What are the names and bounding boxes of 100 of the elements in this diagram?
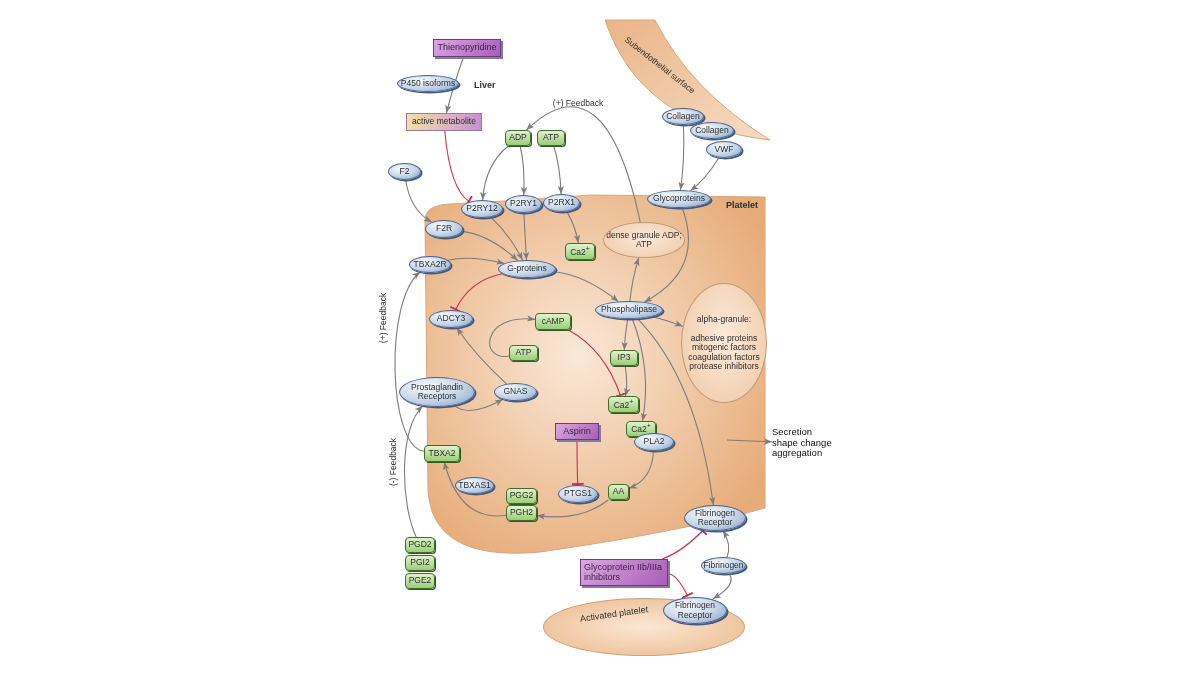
arrow [525, 106, 641, 223]
inhibition-line [571, 439, 584, 486]
arrow [726, 438, 773, 445]
arrow [553, 145, 564, 195]
protein-ellipse [409, 256, 451, 273]
arrow [712, 573, 732, 600]
arrow [443, 461, 507, 517]
arrow [636, 318, 716, 506]
protein-name: PLA2 [643, 437, 665, 447]
granule-label: alpha-granule: [695, 314, 753, 324]
molecule-name: TBXA2 [428, 448, 456, 459]
protein-ellipse [543, 194, 580, 212]
protein-name: Prostaglandin Receptors [410, 382, 464, 402]
protein-name: GNAS [503, 387, 528, 397]
molecule-box [626, 421, 656, 437]
drug-name: Aspirin [563, 426, 591, 437]
protein-name: Collagen [695, 125, 729, 136]
arrow [394, 271, 425, 452]
arrow [522, 212, 530, 261]
protein-ellipse [647, 190, 711, 208]
metabolite-name: active metabolite [412, 117, 476, 127]
protein-ellipse [388, 163, 421, 180]
protein-name: F2 [399, 166, 410, 177]
granule-contents: adhesive proteins mitogenic factors coagulation factors protease inhibitors [687, 334, 761, 372]
granule-label: dense granule ADP; ATP [605, 230, 683, 250]
protein-name: TBXAS1 [458, 480, 491, 491]
arrow [405, 179, 433, 223]
arrow [536, 499, 609, 520]
molecule-box [537, 130, 565, 146]
drug-name: Thienopyridine [437, 43, 497, 53]
arrow [678, 124, 685, 191]
arrow [628, 450, 655, 489]
molecule-box [509, 345, 538, 361]
arrow [445, 56, 465, 114]
edge-label: (+) Feedback [552, 98, 604, 108]
molecule-name: IP3 [617, 353, 631, 363]
molecule-box [424, 445, 460, 462]
protein-name: P2RX1 [548, 198, 575, 208]
metabolite-box [406, 113, 482, 131]
molecule-name: Ca2$^{+}$ [613, 398, 634, 411]
molecule-name: PGI2 [410, 558, 430, 568]
arrow [489, 315, 536, 357]
protein-name: Collagen [666, 111, 700, 122]
protein-ellipse [399, 377, 475, 407]
protein-ellipse [690, 122, 734, 139]
molecule-name: Ca2$^{+}$ [570, 245, 590, 258]
protein-name: Fibrinogen Receptor [673, 601, 717, 620]
edge-label: (+) Feedback [378, 292, 388, 344]
protein-ellipse [505, 195, 542, 213]
molecule-box [505, 130, 531, 146]
molecule-box [535, 313, 571, 330]
arrow [643, 207, 689, 303]
protein-name: Fibrinogen Receptor [693, 508, 737, 528]
cell-label: Platelet [726, 200, 758, 210]
protein-name: PTGS1 [564, 489, 592, 499]
protein-name: P450 isoforms [400, 78, 456, 89]
protein-name: Phospholipase [601, 305, 657, 315]
molecule-name: cAMP [541, 316, 565, 327]
molecule-box [565, 243, 595, 260]
arrow [453, 398, 504, 412]
molecule-box [608, 396, 639, 413]
arrow [722, 530, 730, 558]
molecule-name: PGG2 [509, 491, 534, 501]
molecule-name: ADP [509, 133, 527, 143]
arrow [621, 318, 629, 351]
drug-box [555, 423, 599, 440]
protein-name: Glycoproteins [653, 194, 705, 204]
molecule-box [608, 484, 629, 500]
cell-label: Activated platelet [579, 604, 649, 624]
arrow [480, 145, 509, 201]
protein-name: P2RY1 [510, 199, 537, 209]
protein-ellipse [706, 141, 742, 158]
protein-ellipse [663, 597, 727, 624]
arrow [629, 257, 640, 302]
arrow [447, 257, 505, 265]
protein-name: F2R [435, 224, 453, 234]
molecule-name: PGH2 [509, 508, 534, 518]
protein-name: Fibrinogen [703, 560, 744, 571]
molecule-name: ATP [515, 348, 532, 358]
arrow [623, 365, 631, 397]
protein-name: TBXA2R [413, 259, 447, 270]
molecule-name: AA [612, 487, 625, 497]
protein-name: G-proteins [507, 264, 547, 274]
inhibition-line [450, 273, 503, 313]
protein-name: P2RY12 [466, 204, 498, 214]
edge-label: (-) Feedback [388, 437, 398, 487]
arrow [689, 157, 720, 192]
arrow [566, 211, 580, 244]
outcome-text: Secretion shape change aggregation [772, 427, 832, 459]
molecule-name: PGD2 [408, 540, 432, 550]
molecule-box [405, 555, 435, 571]
protein-ellipse [662, 108, 704, 125]
molecule-name: PGE2 [408, 576, 432, 586]
inhibition-line [567, 329, 627, 399]
molecule-name: ATP [543, 133, 559, 143]
drug-box [433, 39, 501, 57]
molecule-name: Ca2$^{+}$ [631, 423, 651, 435]
region-label: Liver [474, 80, 496, 90]
protein-name: ADCY3 [436, 314, 466, 324]
arrow [490, 216, 524, 261]
